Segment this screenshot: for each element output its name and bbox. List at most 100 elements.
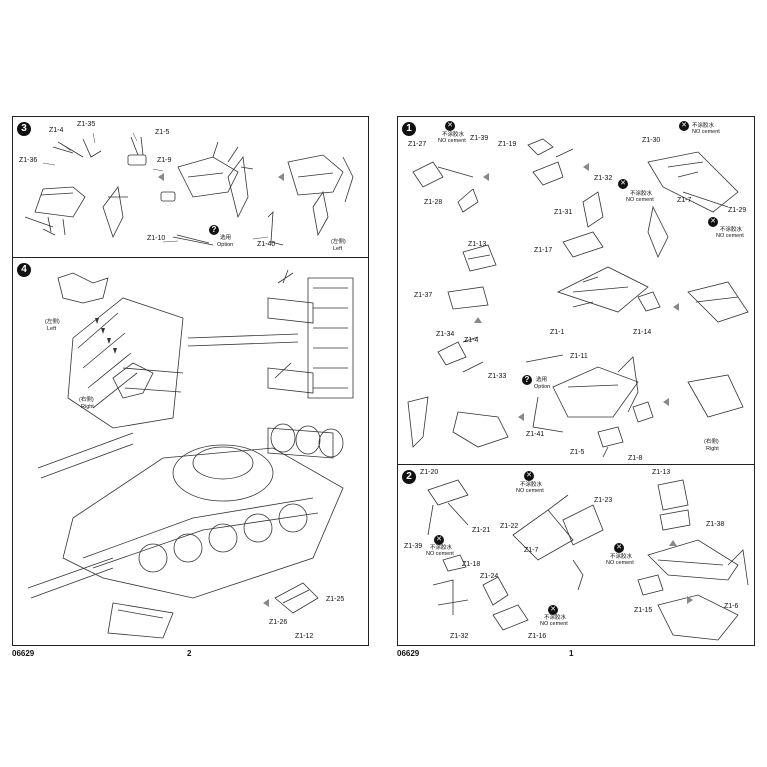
step-number-badge: 2 — [402, 470, 416, 484]
option-icon: ? — [209, 225, 219, 235]
part-label: Z1-39 — [404, 543, 423, 550]
no-cement-caption-en: NO cement — [426, 551, 454, 557]
part-label: Z1-5 — [570, 449, 585, 456]
right-caption-cn: (右侧) — [704, 439, 719, 445]
step-number-badge: 1 — [402, 122, 416, 136]
product-code: 06629 — [397, 649, 420, 658]
option-caption-cn: 选用 — [536, 377, 548, 383]
step-3-panel: 3 Z1-4 Z1-35 Z1-5 Z1-36 Z1-9 Z1-10 Z1-40… — [12, 116, 369, 259]
part-label: Z1-10 — [147, 235, 166, 242]
right-caption-en: Right — [81, 404, 94, 410]
part-label: Z1-7 — [524, 547, 539, 554]
part-label: Z1-19 — [498, 141, 517, 148]
no-cement-caption-en: NO cement — [438, 138, 466, 144]
step-number-badge: 3 — [17, 122, 31, 136]
part-label: Z1-41 — [526, 431, 545, 438]
no-cement-icon — [679, 121, 689, 131]
left-caption-cn: (左侧) — [45, 319, 60, 325]
part-label: Z1-16 — [528, 633, 547, 640]
part-label: Z1-32 — [594, 175, 613, 182]
part-label: Z1-21 — [472, 527, 491, 534]
part-label: Z1-33 — [488, 373, 507, 380]
part-label: Z1-4 — [464, 337, 479, 344]
part-label: Z1-30 — [642, 137, 661, 144]
part-label: Z1-32 — [450, 633, 469, 640]
left-caption-en: Left — [333, 246, 343, 252]
no-cement-icon — [618, 179, 628, 189]
page-number: 2 — [187, 649, 192, 658]
part-label: Z1-4 — [49, 127, 64, 134]
no-cement-caption-cn: 不涂胶水 — [720, 227, 743, 233]
no-cement-caption-en: NO cement — [516, 488, 544, 494]
part-label: Z1-18 — [462, 561, 481, 568]
part-label: Z1-8 — [628, 455, 643, 462]
option-caption-cn: 选用 — [220, 235, 232, 241]
left-caption-cn: (左侧) — [331, 239, 346, 245]
part-label: Z1-38 — [706, 521, 725, 528]
step-2-panel: 2 Z1-20 不涂胶水 NO cement Z1-13 Z1-23 Z1-21… — [397, 464, 755, 646]
part-label: Z1-34 — [436, 331, 455, 338]
page-number: 1 — [569, 649, 574, 658]
step-2-illustration — [427, 479, 749, 641]
right-caption-en: Right — [706, 446, 719, 452]
part-label: Z1-28 — [424, 199, 443, 206]
step-1-illustration — [407, 138, 749, 458]
option-caption-en: Option — [534, 384, 551, 390]
part-label: Z1-36 — [19, 157, 38, 164]
part-label: Z1-6 — [724, 603, 739, 610]
part-label: Z1-27 — [408, 141, 427, 148]
no-cement-icon — [548, 605, 558, 615]
no-cement-caption-cn: 不涂胶水 — [544, 615, 567, 621]
right-caption-cn: (右侧) — [79, 397, 94, 403]
no-cement-caption-en: NO cement — [716, 233, 744, 239]
left-caption-en: Left — [47, 326, 57, 332]
no-cement-caption-cn: 不涂胶水 — [430, 545, 453, 551]
part-label: Z1-12 — [295, 633, 314, 640]
part-label: Z1-37 — [414, 292, 433, 299]
no-cement-caption-cn: 不涂胶水 — [692, 123, 715, 129]
part-label: Z1-13 — [468, 241, 487, 248]
no-cement-caption-en: NO cement — [606, 560, 634, 566]
no-cement-caption-cn: 不涂胶水 — [520, 482, 543, 488]
part-label: Z1-24 — [480, 573, 499, 580]
no-cement-icon — [614, 543, 624, 553]
step-3-illustration — [24, 132, 354, 246]
no-cement-caption-en: NO cement — [692, 129, 720, 135]
part-label: Z1-9 — [157, 157, 172, 164]
no-cement-caption-cn: 不涂胶水 — [610, 554, 633, 560]
part-label: Z1-26 — [269, 619, 288, 626]
no-cement-caption-cn: 不涂胶水 — [442, 132, 465, 138]
option-caption-en: Option — [217, 242, 234, 248]
step-1-panel: 1 不涂胶水 NO cement Z1-27 Z1-39 Z1-19 Z1-30… — [397, 116, 755, 466]
no-cement-caption-en: NO cement — [540, 621, 568, 627]
part-label: Z1-11 — [570, 353, 588, 360]
no-cement-icon — [434, 535, 444, 545]
step-4-panel: 4 (左侧) Left (右侧) Right Z1-25 Z1-26 Z1-12 — [12, 257, 369, 646]
part-label: Z1-31 — [554, 209, 573, 216]
no-cement-caption-cn: 不涂胶水 — [630, 191, 653, 197]
part-label: Z1-1 — [550, 329, 565, 336]
part-label: Z1-22 — [500, 523, 519, 530]
no-cement-caption-en: NO cement — [626, 197, 654, 203]
step-4-illustration — [27, 269, 354, 639]
no-cement-icon — [445, 121, 455, 131]
part-label: Z1-17 — [534, 247, 553, 254]
part-label: Z1-5 — [155, 129, 170, 136]
part-label: Z1-23 — [594, 497, 613, 504]
part-label: Z1-40 — [257, 241, 276, 248]
part-label: Z1-39 — [470, 135, 489, 142]
part-label: Z1-35 — [77, 121, 96, 128]
product-code: 06629 — [12, 649, 35, 658]
part-label: Z1-29 — [728, 207, 747, 214]
part-label: Z1-13 — [652, 469, 671, 476]
step-number-badge: 4 — [17, 263, 31, 277]
part-label: Z1-7 — [677, 197, 692, 204]
part-label: Z1-14 — [633, 329, 652, 336]
part-label: Z1-25 — [326, 596, 345, 603]
no-cement-icon — [524, 471, 534, 481]
option-icon: ? — [522, 375, 532, 385]
no-cement-icon — [708, 217, 718, 227]
part-label: Z1-15 — [634, 607, 653, 614]
part-label: Z1-20 — [420, 469, 439, 476]
